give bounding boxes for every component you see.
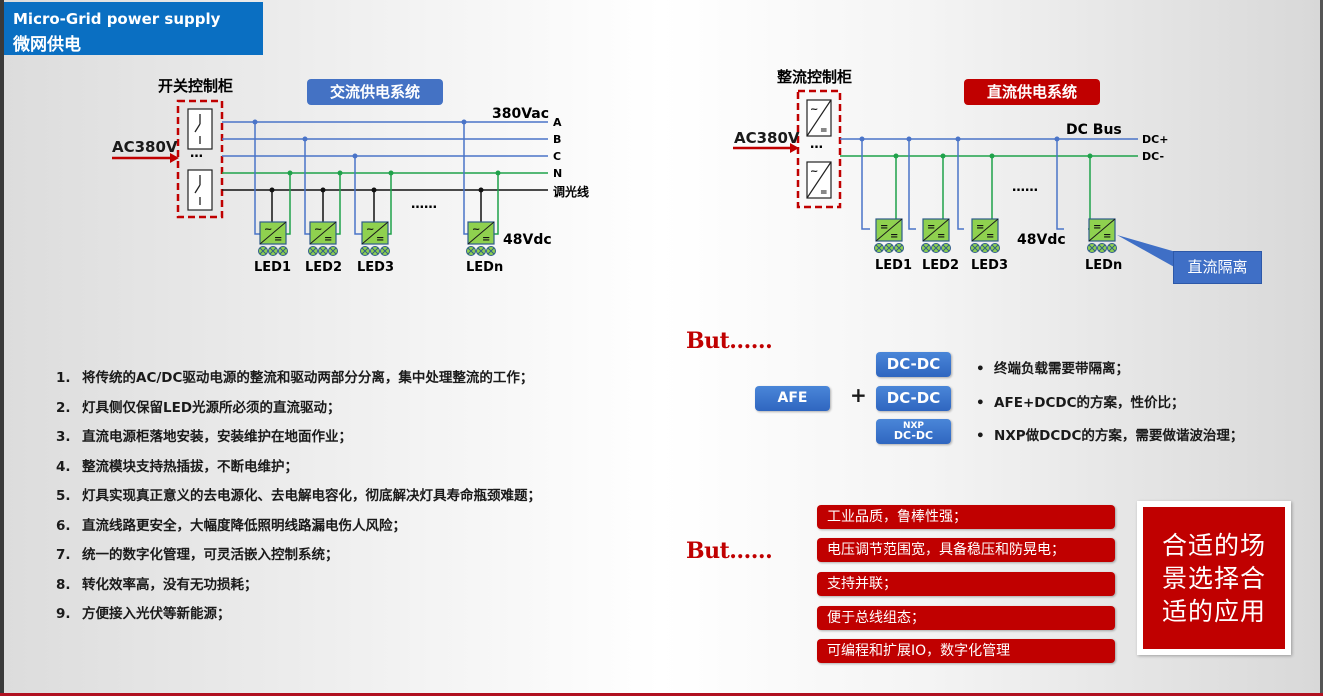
dc-output-voltage: 48Vdc [1017,232,1066,248]
dc-led-label: LED2 [922,258,960,273]
led-bulbs-icon [258,246,288,256]
conclusion-text: 合适的场 景选择合 适的应用 [1143,507,1285,649]
plus-sign: + [850,383,867,407]
conclusion-line: 景选择合 [1161,564,1266,593]
ac-input-label: AC380V [112,138,178,156]
but1-note: • AFE+DCDC的方案，性价比； [976,395,1185,411]
list-item: 7.统一的数字化管理，可灵活嵌入控制系统； [56,547,339,563]
conclusion-box: 合适的场 景选择合 适的应用 [1137,501,1291,655]
dc-dc-converter-icon [875,218,903,243]
dc-cabinet-label: 整流控制柜 [777,68,853,86]
ac-system-badge: 交流供电系统 [307,79,443,105]
dc-led-label: LED3 [971,258,1009,273]
led-bulbs-icon [360,246,390,256]
list-item: 3.直流电源柜落地安装，安装维护在地面作业； [56,429,352,445]
dc-cabinet-ellipsis: … [810,137,823,152]
nxp-label: NXP [902,421,925,431]
ac-voltage-label: 380Vac [492,106,550,122]
rectifier-icon: ~ = [806,99,832,137]
dc-dc-converter-icon [1088,218,1116,243]
dc-dc-converter-icon [971,218,999,243]
led-bulbs-icon [308,246,338,256]
dc-bus-label: DC Bus [1066,122,1122,138]
line-label-dc-plus: DC+ [1142,133,1169,146]
dc-ellipsis: …… [1012,180,1038,195]
conclusion-line: 适的应用 [1161,597,1266,626]
ac-led-label: LED3 [357,260,395,275]
line-label-b: B [553,133,562,146]
list-item: 2.灯具侧仅保留LED光源所必须的直流驱动； [56,399,341,416]
feature-bar: 便于总线组态； [817,606,1115,630]
ac-dc-converter-icon [309,221,337,246]
feature-bar: 支持并联； [817,572,1115,596]
ac-dc-converter-icon [361,221,389,246]
but1-note: • 终端负载需要带隔离； [976,361,1130,377]
but1-note: • NXP做DCDC的方案，需要做谐波治理； [976,428,1244,444]
led-bulbs-icon [1087,243,1117,253]
dc-led-label: LEDn [1085,258,1123,273]
led-bulbs-icon [874,243,904,253]
led-bulbs-icon [466,246,496,256]
ac-dc-converter-icon [467,221,495,246]
svg-text:=: = [820,188,828,198]
but-heading-2: But…… [686,538,773,564]
nxp-dcdc-box: NXP DC-DC [876,419,951,444]
dc-led-label: LED1 [875,258,913,273]
svg-text:~: ~ [810,104,818,115]
conclusion-line: 合适的场 [1161,531,1266,560]
dc-dc-converter-icon [922,218,950,243]
line-label-a: A [553,116,562,129]
ac-led-label: LEDn [466,260,504,275]
ac-cabinet-label: 开关控制柜 [158,77,234,95]
feature-bar: 工业品质，鲁棒性强； [817,505,1115,529]
list-item: 1.将传统的AC/DC驱动电源的整流和驱动两部分分离，集中处理整流的工作； [56,370,534,386]
ac-output-voltage: 48Vdc [503,232,552,248]
callout-pointer [1117,235,1176,268]
dc-isolation-callout: 直流隔离 [1173,251,1262,284]
ac-ellipsis: …… [411,197,437,212]
line-label-n: N [553,167,563,180]
switch-icon [187,169,213,211]
svg-text:~: ~ [810,166,818,177]
dc-system-badge: 直流供电系统 [964,79,1100,105]
ac-led-label: LED2 [305,260,343,275]
list-item: 8.转化效率高，没有无功损耗； [56,576,258,593]
title-chinese: 微网供电 [13,35,81,55]
dcdc-box: DC-DC [876,352,951,377]
rectifier-icon: ~ = [806,161,832,199]
led-bulbs-icon [970,243,1000,253]
switch-icon [187,108,213,150]
title-english: Micro-Grid power supply [13,10,221,28]
list-item: 6.直流线路更安全，大幅度降低照明线路漏电伤人风险； [56,517,406,534]
list-item: 4.整流模块支持热插拔，不断电维护； [56,458,298,475]
slide-left-edge [0,0,4,696]
but-heading-1: But…… [686,328,773,354]
line-label-dc-minus: DC- [1142,150,1165,163]
dcdc-label: DC-DC [893,429,934,442]
feature-bar: 电压调节范围宽，具备稳压和防晃电； [817,538,1115,562]
led-bulbs-icon [921,243,951,253]
list-item: 5.灯具实现真正意义的去电源化、去电解电容化，彻底解决灯具寿命瓶颈难题； [56,488,541,504]
slide-right-edge [1320,0,1323,696]
title-banner: Micro-Grid power supply 微网供电 [4,2,263,55]
svg-text:=: = [820,126,828,136]
line-label-dim: 调光线 [553,185,590,199]
ac-cabinet-ellipsis: … [190,146,203,161]
list-item: 9.方便接入光伏等新能源； [56,606,231,622]
dc-input-label: AC380V [734,129,800,147]
dcdc-box: DC-DC [876,386,951,411]
line-label-c: C [553,150,562,163]
afe-box: AFE [755,386,830,411]
slide-bottom-edge [0,693,1323,696]
ac-dc-converter-icon [259,221,287,246]
ac-led-label: LED1 [254,260,292,275]
feature-bar: 可编程和扩展IO，数字化管理 [817,639,1115,663]
